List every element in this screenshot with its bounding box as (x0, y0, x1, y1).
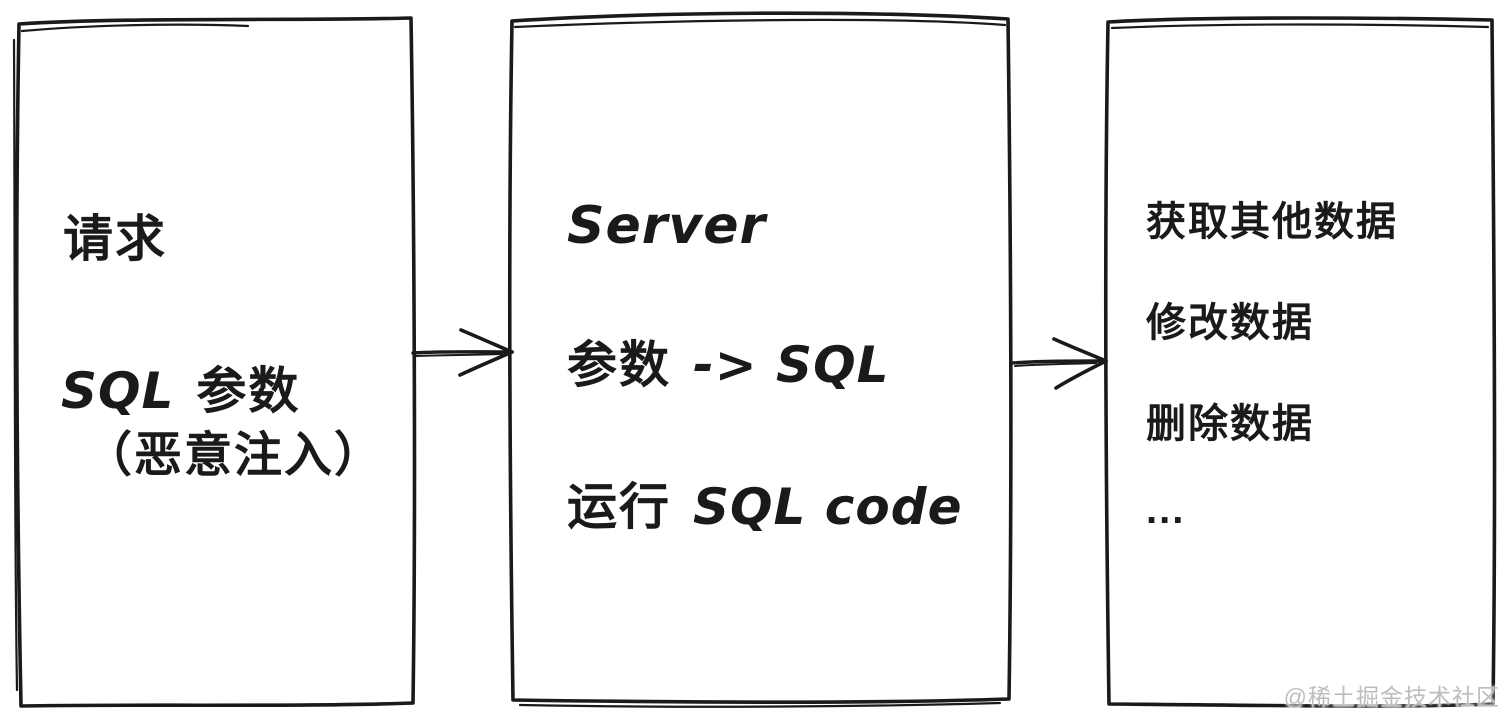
param-to-sql-label-zh: 参数 (567, 337, 671, 393)
delete-data-label: 删除数据 (1146, 402, 1314, 446)
server-box-outline (507, 11, 1013, 708)
run-sql-code-label-en: SQL code (693, 478, 963, 536)
param-to-sql-label: 参数-> SQL (567, 340, 889, 390)
flow-arrow-request-to-server (411, 328, 514, 377)
modify-data-label: 修改数据 (1146, 301, 1314, 345)
malicious-injection-label: （恶意注入） (84, 429, 385, 482)
impact-box-outline (1103, 16, 1497, 708)
flow-arrow-server-to-impact (1010, 337, 1108, 390)
sql-param-label-en: SQL (61, 362, 175, 420)
request-label: 请求 (63, 211, 167, 267)
fetch-other-data-label: 获取其他数据 (1146, 200, 1398, 244)
watermark: @稀土掘金技术社区 (1283, 684, 1500, 710)
param-to-sql-label-en: -> SQL (693, 336, 890, 394)
run-sql-code-label-zh: 运行 (567, 479, 671, 535)
sql-param-label-zh: 参数 (196, 363, 301, 419)
server-label: Server (567, 196, 767, 256)
request-box-outline (12, 16, 417, 708)
ellipsis-label: ... (1146, 488, 1186, 532)
